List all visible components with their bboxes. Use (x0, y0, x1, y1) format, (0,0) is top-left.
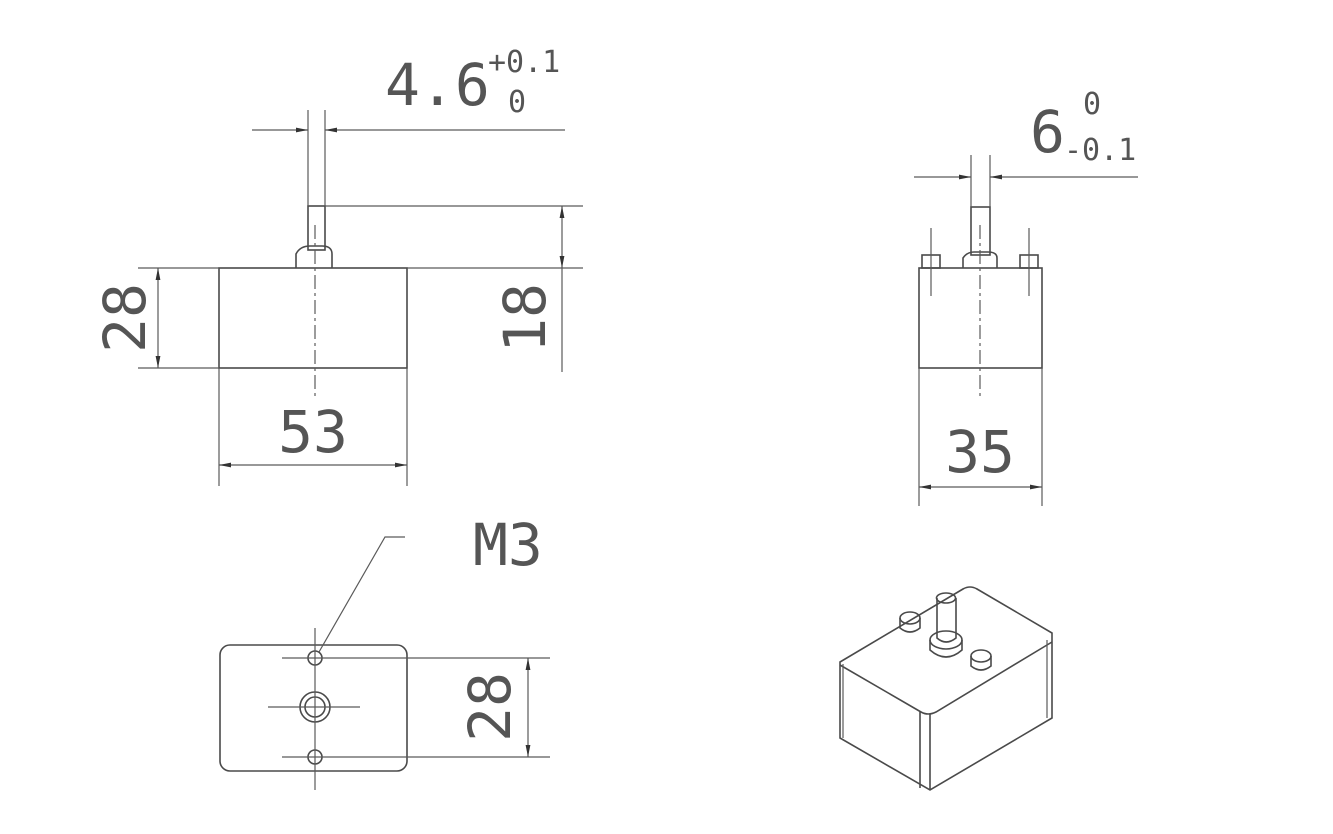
side-view: 35 6 0 -0.1 (914, 87, 1138, 506)
iso-body-outline (839, 586, 1053, 791)
height-label: 28 (91, 283, 159, 353)
thread-label: M3 (473, 511, 543, 579)
shaft-collar (295, 245, 333, 268)
iso-shaft (936, 598, 957, 643)
shaft-side-tolerance-lower: -0.1 (1064, 133, 1136, 168)
hole-spacing-label: 28 (456, 672, 524, 742)
front-view: 53 28 4.6 +0.1 0 18 (91, 45, 583, 486)
shaft-diameter-label: 4.6 (385, 51, 490, 119)
iso-shaft-collar (929, 630, 963, 650)
motor-body (218, 267, 408, 369)
shaft-length-label: 18 (491, 283, 559, 353)
shaft-side-tolerance-upper: 0 (1083, 87, 1101, 122)
isometric-view (839, 586, 1053, 791)
shaft-diameter-side-label: 6 (1030, 98, 1065, 166)
width-label: 53 (278, 398, 348, 466)
bottom-view: 28 M3 (219, 511, 550, 790)
shaft (307, 205, 326, 251)
thread-leader-line (318, 536, 405, 653)
depth-label: 35 (945, 418, 1015, 486)
shaft-tolerance-upper: +0.1 (488, 45, 560, 80)
shaft-tolerance-lower: 0 (508, 85, 526, 120)
motor-base (219, 644, 408, 772)
